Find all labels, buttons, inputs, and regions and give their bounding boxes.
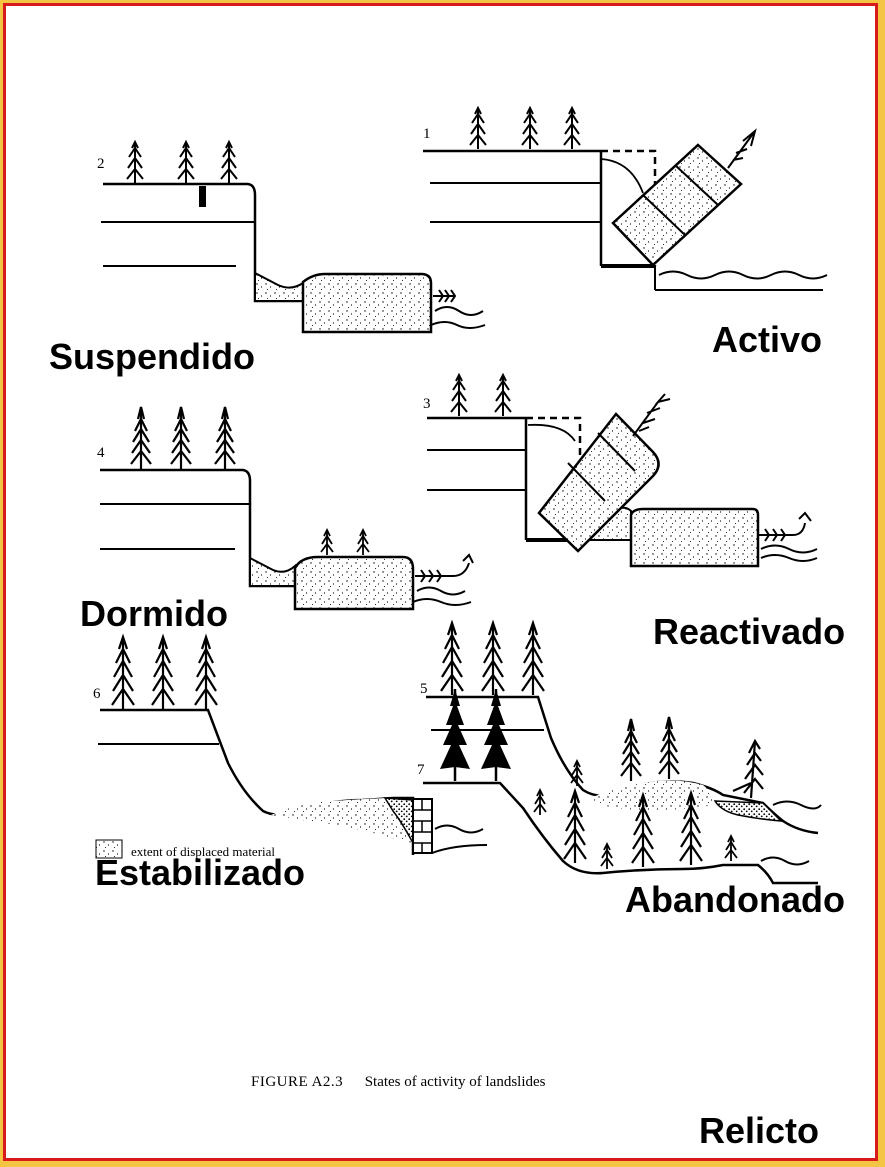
panel-reactivated <box>427 374 818 568</box>
figure-caption: FIGURE A2.3 States of activity of landsl… <box>251 1074 546 1091</box>
state-label-active: Activo <box>712 319 823 360</box>
panel-number-dormant: 4 <box>97 445 105 461</box>
state-label-stabilized: Estabilizado <box>95 852 306 893</box>
panel-stabilized <box>98 635 488 855</box>
panel-number-relict: 7 <box>417 762 425 778</box>
panel-active <box>423 107 828 291</box>
state-label-suspended: Suspendido <box>49 336 255 377</box>
panel-number-suspended: 2 <box>97 156 105 172</box>
panel-suspended <box>101 141 486 334</box>
panel-dormant <box>100 405 474 611</box>
panel-number-abandoned: 5 <box>420 681 428 697</box>
panel-number-reactivated: 3 <box>423 396 431 412</box>
panel-number-active: 1 <box>423 126 431 142</box>
legend-text: extent of displaced material <box>131 844 276 859</box>
figure-caption-text: States of activity of landslides <box>364 1074 546 1090</box>
figure-caption-prefix: FIGURE A2.3 <box>251 1074 344 1090</box>
state-label-dormant: Dormido <box>80 593 228 634</box>
landslide-activity-diagram <box>95 107 828 885</box>
state-label-abandoned: Abandonado <box>625 879 845 920</box>
panel-abandoned <box>426 621 822 835</box>
panel-relict <box>423 687 818 885</box>
figure-frame: 2 1 4 3 6 5 7 Suspendido Activo Dormido … <box>3 3 878 1161</box>
state-label-reactivated: Reactivado <box>653 611 846 652</box>
panel-number-stabilized: 6 <box>93 686 101 702</box>
state-label-relict: Relicto <box>699 1110 820 1151</box>
legend-swatch <box>95 839 123 859</box>
